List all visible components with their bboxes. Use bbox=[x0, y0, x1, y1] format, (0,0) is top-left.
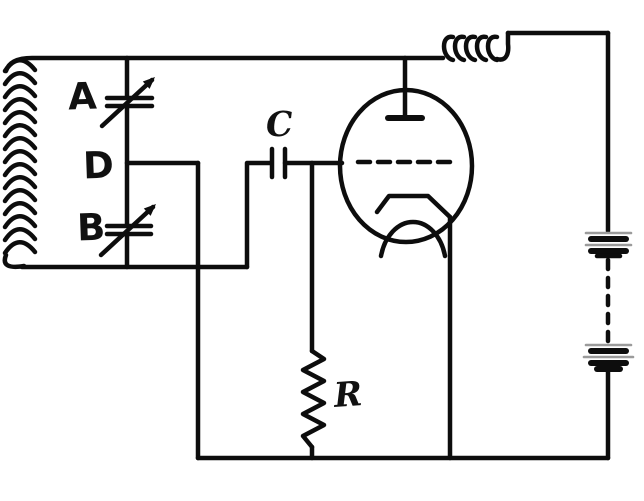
label-coupling-cap: C bbox=[264, 104, 295, 146]
filament-arc bbox=[378, 219, 448, 259]
label-grid-resistor: R bbox=[332, 374, 364, 416]
coil-exit-hook bbox=[494, 30, 511, 62]
cap-b-arrow-shaft bbox=[98, 204, 156, 258]
tank-coil-inductor bbox=[2, 58, 38, 270]
triode-vacuum-tube bbox=[337, 55, 475, 461]
variable-capacitor-b bbox=[98, 204, 156, 258]
cap-a-arrowhead bbox=[142, 77, 155, 89]
cathode bbox=[374, 193, 453, 220]
top-rail-wire bbox=[3, 55, 446, 74]
grid-resistor-r bbox=[300, 160, 327, 461]
node-d-tap-wire bbox=[124, 160, 201, 461]
variable-capacitor-a bbox=[99, 77, 155, 129]
coupling-capacitor-c bbox=[269, 146, 288, 180]
plate-coil-inductor bbox=[441, 30, 511, 63]
top-rail bbox=[3, 55, 446, 74]
plate-battery-upper bbox=[584, 231, 633, 259]
cap-a-arrow-shaft bbox=[99, 77, 155, 129]
label-cap-a: A bbox=[67, 74, 98, 119]
grid-feed-wire bbox=[244, 160, 345, 270]
label-cap-b: B bbox=[76, 205, 106, 250]
cap-b-arrowhead bbox=[143, 204, 156, 216]
plate-battery-lower bbox=[582, 343, 635, 372]
resistor-zigzag bbox=[300, 348, 327, 450]
plate-supply-wire bbox=[505, 30, 611, 461]
label-node-d: D bbox=[82, 143, 115, 188]
